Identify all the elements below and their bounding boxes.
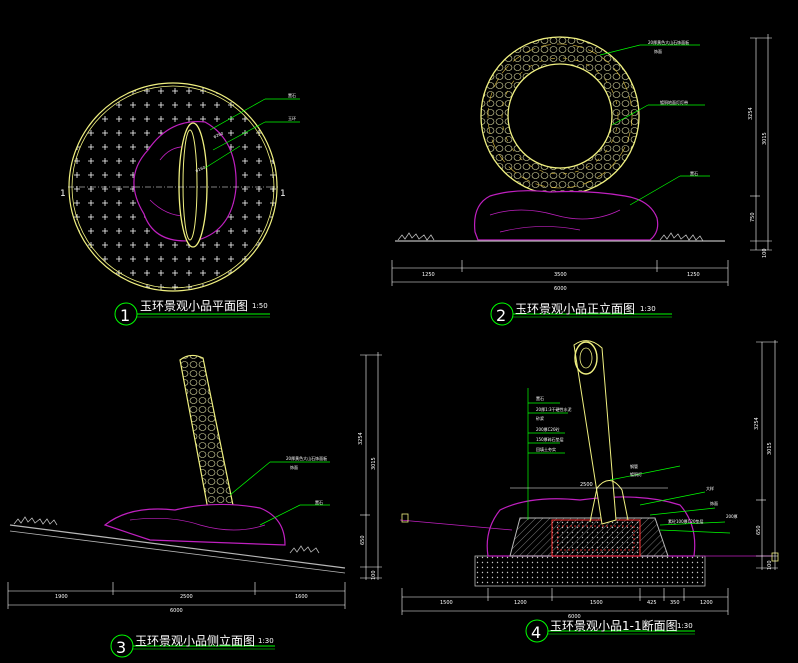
side-dim-bottom-2: 2500 [180,594,193,600]
section-dim-right-1: 3254 [754,417,760,430]
side-dim-right-4: 100 [371,570,377,580]
front-ring-inner [507,63,613,169]
section-note-8: 镀铜灯 [630,471,642,477]
front-note-1: 20厚黄色大山石饰面板 [648,39,689,45]
section-dim-bottom-5: 350 [670,600,680,606]
section-note-5: 150厚碎石垫层 [536,436,564,442]
front-rock [473,190,659,241]
front-elevation-view: 20厚黄色大山石饰面板 饰面 镀铜地面灯灯带 置石 1250 3500 1250… [391,34,772,326]
section-dimensions [401,340,778,615]
section-note-2: 20厚1:3干硬性水泥 [536,406,572,412]
side-dim-total: 6000 [170,608,183,614]
section-note-11: 200厚 [726,514,738,519]
section-dim-total: 6000 [568,614,581,620]
front-dim-bottom-3: 1250 [687,272,700,278]
plan-view-number: 1 [120,306,130,325]
side-note-rock: 置石 [315,499,323,505]
front-note-3: 镀铜地面灯灯带 [660,99,688,105]
side-rock [103,503,286,546]
section-dim-bottom-2: 1200 [514,600,527,606]
front-dim-right-3: 750 [750,212,756,222]
section-foundation [551,519,641,557]
side-dim-bottom-1: 1900 [55,594,68,600]
side-view-number: 3 [116,638,126,657]
front-view-title: 玉环景观小品正立面图 [515,302,636,316]
side-view-title: 玉环景观小品侧立面图 [135,634,256,648]
plan-note-rock: 置石 [288,92,296,98]
section-dim-bottom-3: 1500 [590,600,603,606]
section-dim-right-2: 3015 [767,442,773,455]
front-note-rock: 置石 [690,170,698,176]
section-ring-column [573,340,617,525]
front-dim-right-4: 100 [762,248,768,258]
section-view-scale: 1:30 [677,622,693,630]
side-elevation-view: 20厚黄色大山石饰面板 饰面 置石 1900 2500 1600 6000 32… [7,352,382,658]
section-note-12: 大样 [706,485,714,491]
front-dim-bottom-1: 1250 [422,272,435,278]
side-note-2: 饰面 [290,464,298,470]
plan-dim-a: φ260 [213,131,225,139]
section-note-10: 素砼100厚C20垫层 [668,518,704,524]
section-view-number: 4 [531,623,541,642]
section-note-1: 置石 [536,395,544,401]
side-dim-right-3: 650 [360,535,366,545]
plan-ring-ellipse [178,122,208,248]
side-dim-right-1: 3254 [358,432,364,445]
side-dimensions [7,352,382,609]
side-dim-bottom-3: 1600 [295,594,308,600]
section-gravel-layer [474,555,706,587]
front-dimensions [391,34,772,286]
side-dim-right-2: 3015 [371,457,377,470]
section-view-title: 玉环景观小品1-1断面图 [550,619,678,633]
front-dim-right-2: 3015 [762,132,768,145]
front-note-2: 饰面 [654,48,662,54]
front-dim-bottom-2: 3500 [554,272,567,278]
plan-view-title: 玉环景观小品平面图 [140,299,249,313]
section-dim-mid: 2500 [580,482,593,488]
section-note-6: 回填土夯实 [536,446,556,452]
section-note-3: 砂浆 [536,415,544,421]
front-dim-total: 6000 [554,286,567,292]
section-mark-left: 1 [60,189,66,199]
side-view-scale: 1:30 [258,637,274,645]
plan-view-scale: 1:50 [252,302,268,310]
section-dim-bottom-4: 425 [647,600,657,606]
section-note-4: 200厚C20砼 [536,426,560,432]
section-dim-bottom-1: 1500 [440,600,453,606]
section-dim-right-4: 100 [767,560,773,570]
section-note-7: 钢管 [630,463,638,469]
section-dim-right-3: 650 [756,525,762,535]
section-view: 置石 20厚1:3干硬性水泥 砂浆 200厚C20砼 150厚碎石垫层 回填土夯… [399,340,779,643]
section-mark-right: 1 [280,189,286,199]
section-note-9: 饰面 [710,500,718,506]
section-dim-bottom-6: 1200 [700,600,713,606]
side-note-1: 20厚黄色大山石饰面板 [286,455,327,461]
side-ring-column [179,354,236,521]
plan-dim-b: φ160 [195,165,207,173]
front-view-scale: 1:30 [640,305,656,313]
plan-view: 置石 玉环 φ260 φ160 1 1 1 [60,82,300,326]
plan-note-ring: 玉环 [288,116,296,121]
front-dim-right-1: 3254 [748,107,754,120]
front-view-number: 2 [496,306,506,325]
